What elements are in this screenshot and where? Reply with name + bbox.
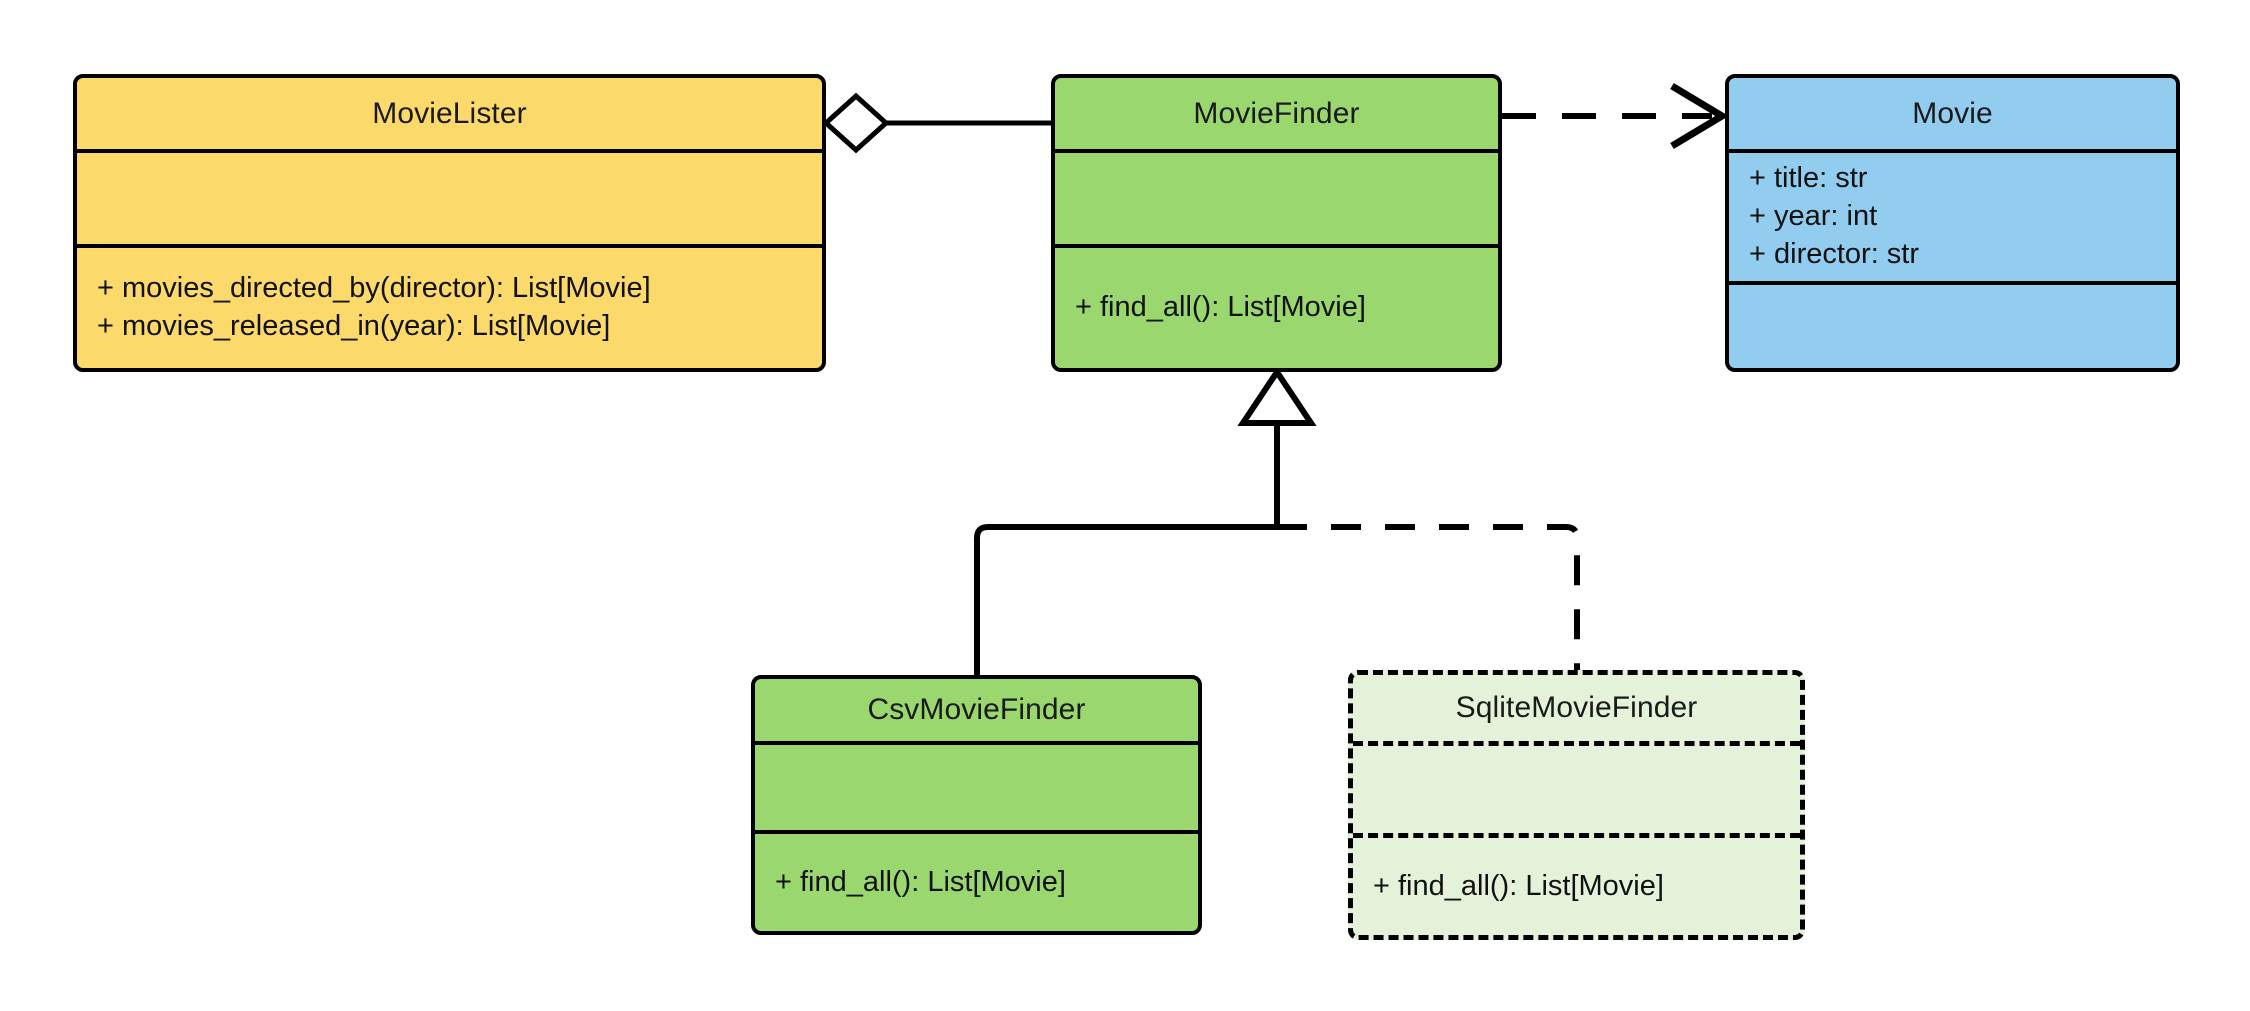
class-name-label: CsvMovieFinder bbox=[867, 693, 1086, 726]
edge-aggregation-lister-finder[interactable] bbox=[822, 92, 1051, 154]
method-item: + find_all(): List[Movie] bbox=[1075, 291, 1366, 324]
edge-generalization-sqlite[interactable] bbox=[1277, 524, 1580, 670]
open-arrow-marker bbox=[1670, 82, 1729, 150]
class-box-movie[interactable]: Movie + title: str + year: int + directo… bbox=[1725, 74, 2180, 372]
class-methods-compartment bbox=[1729, 281, 2176, 368]
class-name-label: Movie bbox=[1912, 96, 1993, 130]
method-item: + find_all(): List[Movie] bbox=[775, 865, 1066, 898]
class-title-compartment: MovieLister bbox=[77, 78, 822, 149]
edge-generalization-shared-stem[interactable] bbox=[1237, 366, 1317, 527]
class-title-compartment: MovieFinder bbox=[1055, 78, 1498, 149]
class-attributes-compartment: + title: str + year: int + director: str bbox=[1729, 149, 2176, 281]
attribute-item: + title: str bbox=[1749, 162, 1868, 195]
class-box-movie-finder[interactable]: MovieFinder + find_all(): List[Movie] bbox=[1051, 74, 1502, 372]
class-title-compartment: Movie bbox=[1729, 78, 2176, 149]
class-box-movie-lister[interactable]: MovieLister + movies_directed_by(directo… bbox=[73, 74, 826, 372]
class-attributes-compartment bbox=[77, 149, 822, 244]
edge-generalization-csv[interactable] bbox=[974, 524, 1277, 675]
class-box-sqlite-movie-finder[interactable]: SqliteMovieFinder + find_all(): List[Mov… bbox=[1348, 670, 1805, 940]
method-item: + movies_released_in(year): List[Movie] bbox=[97, 310, 611, 342]
class-attributes-compartment bbox=[1055, 149, 1498, 244]
attribute-item: + year: int bbox=[1749, 200, 1878, 233]
class-methods-compartment: + movies_directed_by(director): List[Mov… bbox=[77, 244, 822, 368]
class-methods-compartment: + find_all(): List[Movie] bbox=[1055, 244, 1498, 368]
class-title-compartment: CsvMovieFinder bbox=[755, 679, 1198, 741]
hollow-diamond-marker bbox=[822, 92, 890, 154]
class-title-compartment: SqliteMovieFinder bbox=[1353, 675, 1800, 741]
attribute-item: + director: str bbox=[1749, 237, 1920, 270]
method-item: + movies_directed_by(director): List[Mov… bbox=[97, 272, 651, 305]
class-name-label: SqliteMovieFinder bbox=[1455, 691, 1698, 724]
class-attributes-compartment bbox=[755, 741, 1198, 830]
class-methods-compartment: + find_all(): List[Movie] bbox=[1353, 833, 1800, 935]
generalization-branch-sqlite bbox=[1277, 524, 1580, 670]
generalization-branch-csv bbox=[974, 524, 1277, 675]
class-methods-compartment: + find_all(): List[Movie] bbox=[755, 830, 1198, 931]
edge-dependency-finder-movie[interactable] bbox=[1502, 82, 1729, 150]
class-name-label: MovieFinder bbox=[1193, 96, 1360, 130]
hollow-triangle-marker bbox=[1237, 366, 1317, 426]
method-item: + find_all(): List[Movie] bbox=[1373, 869, 1664, 902]
class-box-csv-movie-finder[interactable]: CsvMovieFinder + find_all(): List[Movie] bbox=[751, 675, 1202, 935]
class-attributes-compartment bbox=[1353, 741, 1800, 833]
class-name-label: MovieLister bbox=[372, 96, 527, 130]
